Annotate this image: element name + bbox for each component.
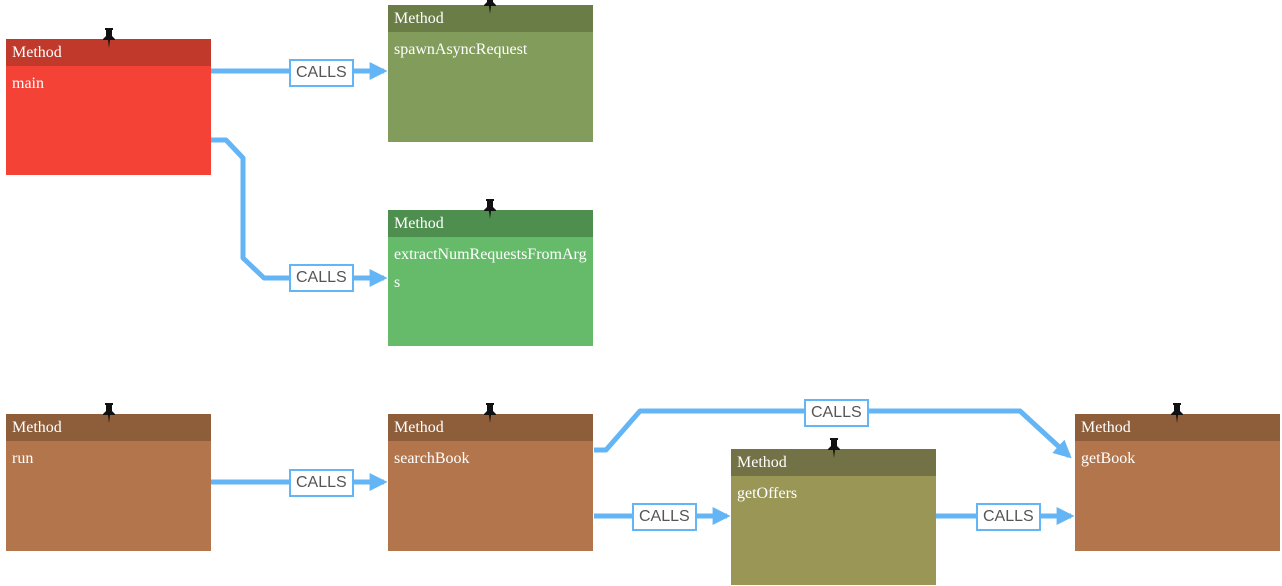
node-header: Method <box>6 403 211 441</box>
node-name: getBook <box>1081 450 1136 467</box>
node-name: spawnAsyncRequest <box>394 41 528 58</box>
pin-icon[interactable] <box>483 403 497 423</box>
edge-label-main-spawnAsyncRequest[interactable]: CALLS <box>289 59 354 87</box>
node-header: Method <box>388 403 593 441</box>
edge-label-searchBook-getBook[interactable]: CALLS <box>804 399 869 427</box>
node-type-label: Method <box>1081 419 1131 436</box>
node-body: spawnAsyncRequest <box>388 32 593 64</box>
node-extractNumRequestsFromArgs[interactable]: Method extractNumRequestsFromArgs <box>388 199 593 346</box>
pin-icon[interactable] <box>827 438 841 458</box>
node-main[interactable]: Method main <box>6 28 211 175</box>
pin-icon[interactable] <box>483 199 497 219</box>
node-name: searchBook <box>394 450 470 467</box>
node-type-label: Method <box>394 215 444 232</box>
pin-icon[interactable] <box>483 0 497 14</box>
pin-icon[interactable] <box>102 403 116 423</box>
node-body: getBook <box>1075 441 1280 473</box>
edge-main-extractNumRequestsFromArgs[interactable] <box>210 137 388 287</box>
node-body: getOffers <box>731 476 936 508</box>
node-getOffers[interactable]: Method getOffers <box>731 438 936 585</box>
node-header: Method <box>388 199 593 237</box>
node-type-label: Method <box>394 10 444 27</box>
node-searchBook[interactable]: Method searchBook <box>388 403 593 551</box>
node-name: extractNumRequestsFromArgs <box>394 246 587 291</box>
node-type-label: Method <box>737 454 787 471</box>
node-name: run <box>12 450 34 467</box>
edge-searchBook-getBook[interactable] <box>594 408 1072 459</box>
node-name: getOffers <box>737 485 798 502</box>
edge-label-searchBook-getOffers[interactable]: CALLS <box>632 503 697 531</box>
node-header: Method <box>1075 403 1280 441</box>
pin-icon[interactable] <box>102 28 116 48</box>
node-header: Method <box>731 438 936 476</box>
edge-label-getOffers-getBook[interactable]: CALLS <box>976 503 1041 531</box>
node-type-label: Method <box>394 419 444 436</box>
edge-label-run-searchBook[interactable]: CALLS <box>289 469 354 497</box>
node-type-label: Method <box>12 44 62 61</box>
node-name: main <box>12 75 44 92</box>
node-body: main <box>6 66 211 98</box>
node-header: Method <box>388 0 593 32</box>
edge-label-main-extractNumRequestsFromArgs[interactable]: CALLS <box>289 264 354 292</box>
node-type-label: Method <box>12 419 62 436</box>
node-header: Method <box>6 28 211 66</box>
pin-icon[interactable] <box>1170 403 1184 423</box>
node-spawnAsyncRequest[interactable]: Method spawnAsyncRequest <box>388 0 593 142</box>
node-body: extractNumRequestsFromArgs <box>388 237 593 297</box>
node-body: searchBook <box>388 441 593 473</box>
node-body: run <box>6 441 211 473</box>
node-getBook[interactable]: Method getBook <box>1075 403 1280 551</box>
node-run[interactable]: Method run <box>6 403 211 551</box>
